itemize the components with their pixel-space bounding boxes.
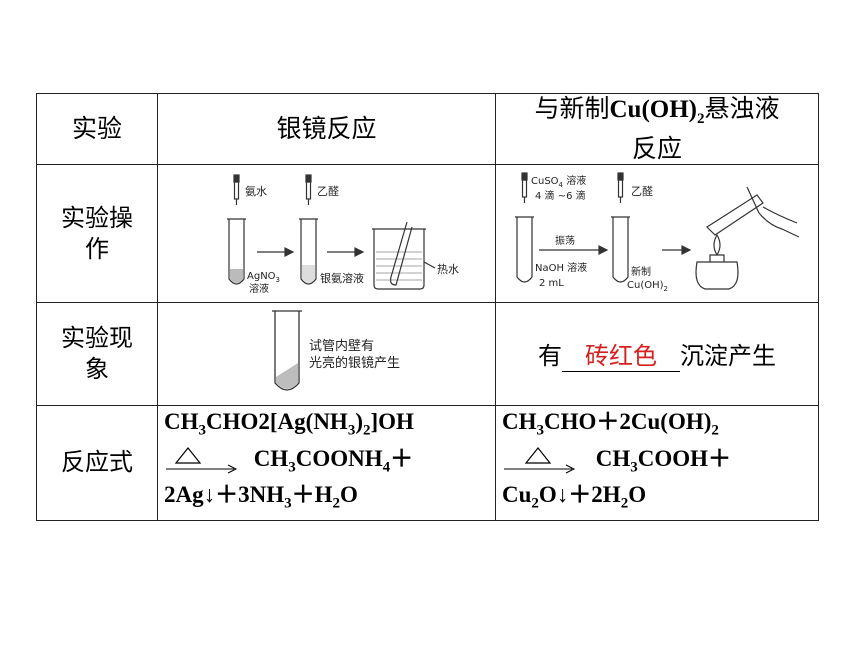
label-ammonia: 氨水 <box>245 185 267 198</box>
dropper-2-icon <box>304 173 312 205</box>
label-acetaldehyde: 乙醛 <box>317 184 339 198</box>
flame-icon <box>713 233 721 255</box>
cuoh-formula: Cu(OH) <box>609 96 698 123</box>
dropper-acetaldehyde-icon <box>617 171 624 203</box>
copper-equation-cell: CH3CHO＋2Cu(OH)2 CH3COOH＋ Cu2O↓＋2H2O <box>495 405 819 521</box>
label-agno3-solution: 溶液 <box>249 282 269 295</box>
heat-arrow-icon-2 <box>502 446 578 474</box>
copper-hydroxide-apparatus-diagram: CuSO4 溶液 4 滴 ~6 滴 乙醛 振荡 NaOH 溶液 2 mL 新制 … <box>515 171 800 293</box>
header-experiment-text: 实验 <box>71 114 122 143</box>
alcohol-lamp-icon <box>695 260 739 290</box>
silver-mirror-apparatus-diagram: 氨水 乙醛 AgNO3 溶液 银氨溶液 热水 <box>226 173 459 295</box>
header-silver-mirror-text: 银镜反应 <box>276 114 377 143</box>
heated-tube-icon <box>706 193 764 236</box>
test-tube-1-icon <box>227 218 245 285</box>
copper-equation-line1: CH3CHO＋2Cu(OH)2 <box>502 409 719 439</box>
operation-row: 实验操 作 <box>36 164 819 303</box>
copper-phenomenon-answer-blank: 砖红色 <box>562 336 680 372</box>
header-copper-pre: 与新制 <box>534 94 610 123</box>
equation-label-text: 反应式 <box>61 448 133 477</box>
label-agno3: AgNO3 <box>247 271 280 284</box>
silver-equation-cell: CH3CHO2[Ag(NH3)2]OH CH3COONH4＋ 2Ag↓＋3NH3… <box>157 405 496 521</box>
label-naoh: NaOH 溶液 <box>535 261 587 274</box>
cuoh-subscript: 2 <box>697 111 705 127</box>
header-silver-mirror: 银镜反应 <box>157 93 496 165</box>
header-experiment: 实验 <box>36 93 158 165</box>
heat-arrow-icon <box>164 446 240 474</box>
equation-label: 反应式 <box>36 405 158 521</box>
label-silver-ammonia: 银氨溶液 <box>320 271 364 285</box>
silver-phenomenon-diagram: 试管内壁有 光亮的银镜产生 <box>271 309 400 391</box>
header-row: 实验 银镜反应 与新制Cu(OH)2悬浊液 反应 <box>36 93 819 165</box>
copper-equation-line3: Cu2O↓＋2H2O <box>502 482 647 512</box>
label-shake: 振荡 <box>555 234 575 247</box>
phenomenon-label-line1: 实验现 <box>61 324 133 352</box>
header-copper-hydroxide: 与新制Cu(OH)2悬浊液 反应 <box>495 93 819 165</box>
test-tube-naoh-icon <box>516 216 533 283</box>
copper-phenomenon-cell: 有砖红色沉淀产生 <box>495 302 819 406</box>
silver-phenomenon-line1: 试管内壁有 <box>309 338 374 354</box>
aldehyde-experiment-table: 实验 银镜反应 与新制Cu(OH)2悬浊液 反应 实验操 作 <box>36 93 819 521</box>
label-cuso4: CuSO4 溶液 <box>531 174 586 189</box>
copper-equation-line2: CH3COOH＋ <box>502 445 812 482</box>
header-copper-formula: Cu(OH)2 <box>609 96 705 127</box>
dropper-1-icon <box>232 173 240 205</box>
label-acetaldehyde-2: 乙醛 <box>631 184 653 198</box>
tilted-test-tube-icon <box>389 221 413 286</box>
silver-phenomenon-cell: 试管内壁有 光亮的银镜产生 <box>157 302 496 406</box>
header-copper-post: 悬浊液 <box>704 94 780 123</box>
operation-label: 实验操 作 <box>36 164 158 303</box>
operation-label-line2: 作 <box>85 234 109 263</box>
phenomenon-label: 实验现 象 <box>36 302 158 406</box>
copper-phenomenon-before: 有 <box>538 342 562 370</box>
silver-equation-line2: CH3COONH4＋ <box>164 445 489 482</box>
hand-holder-icon <box>758 212 800 238</box>
silver-phenomenon-line2: 光亮的银镜产生 <box>309 355 400 371</box>
copper-phenomenon-after: 沉淀产生 <box>680 342 776 370</box>
operation-label-line1: 实验操 <box>61 203 133 232</box>
mirror-test-tube-icon <box>273 310 300 391</box>
copper-operation-diagram-cell: CuSO4 溶液 4 滴 ~6 滴 乙醛 振荡 NaOH 溶液 2 mL 新制 … <box>495 164 819 303</box>
phenomenon-row: 实验现 象 试管内壁有 光亮的银镜产生 有砖红色沉淀产生 <box>36 302 819 406</box>
equation-row: 反应式 CH3CHO2[Ag(NH3)2]OH CH3COONH4＋ 2Ag↓＋… <box>36 405 819 521</box>
silver-operation-diagram-cell: 氨水 乙醛 AgNO3 溶液 银氨溶液 热水 <box>157 164 496 303</box>
silver-equation-line1: CH3CHO2[Ag(NH3)2]OH <box>164 409 414 439</box>
label-volume: 2 mL <box>539 278 564 289</box>
label-fresh-cuoh2: Cu(OH)2 <box>627 280 668 293</box>
label-hot-water: 热水 <box>437 263 459 276</box>
test-tube-cuoh2-icon <box>612 216 629 283</box>
beaker-icon <box>372 228 425 290</box>
silver-equation-line3: 2Ag↓＋3NH3＋H2O <box>164 482 358 512</box>
header-copper-line1: 与新制Cu(OH)2悬浊液 <box>534 94 780 127</box>
label-fresh: 新制 <box>631 265 651 278</box>
phenomenon-label-line2: 象 <box>85 355 109 383</box>
test-tube-2-icon <box>299 218 317 285</box>
label-drops: 4 滴 ~6 滴 <box>535 189 586 202</box>
header-copper-line2: 反应 <box>631 134 682 163</box>
dropper-cuso4-icon <box>521 171 528 203</box>
